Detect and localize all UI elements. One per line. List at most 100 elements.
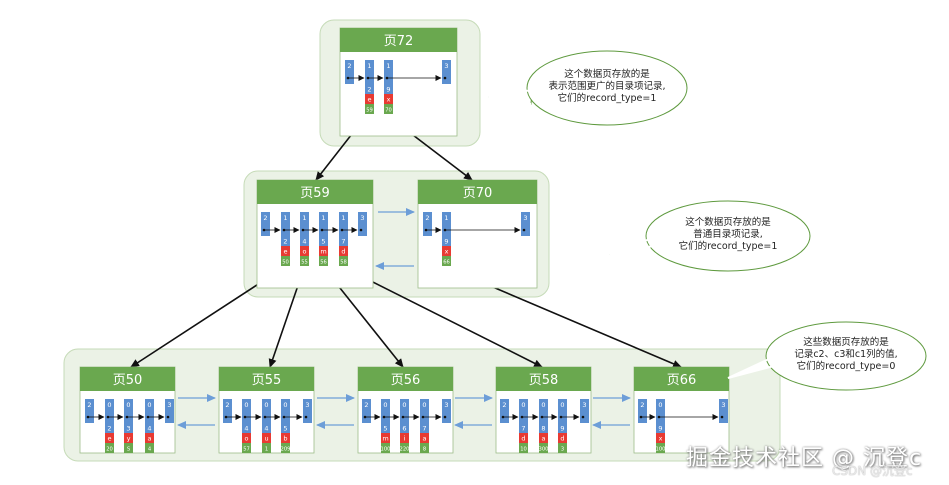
record-c2-cell: [281, 236, 290, 246]
record-type-label: 2: [347, 62, 351, 70]
record-c3-cell: [242, 433, 251, 443]
record-header-cell: [638, 399, 647, 411]
record-header-cell: [339, 212, 348, 224]
record-c3-cell: [124, 433, 133, 443]
record-c3-value: u: [264, 435, 268, 443]
record-c1-value: 66: [443, 260, 450, 266]
page-title: 页58: [529, 373, 559, 388]
record-header-cell: [261, 212, 270, 224]
record-c2-cell: [281, 423, 290, 433]
record-c1-cell: [105, 443, 114, 453]
record-type-label: 1: [321, 214, 325, 222]
record-c1-value: 57: [243, 447, 250, 453]
record-c1-cell: [319, 256, 328, 266]
record-next-cell: [719, 411, 728, 423]
record-type-label: 1: [367, 62, 371, 70]
record-c2-cell: [400, 423, 409, 433]
record-header-cell: [423, 212, 432, 224]
record-c3-cell: [365, 94, 374, 104]
record-c1-cell: [656, 443, 665, 453]
page-header: [80, 367, 175, 391]
record-c3-value: d: [341, 248, 345, 256]
record-c1-value: 70: [385, 108, 392, 114]
record-next-cell: [165, 411, 174, 423]
next-record-dot: [522, 228, 526, 232]
record-type-label: 3: [167, 401, 171, 409]
record-c3-cell: [519, 433, 528, 443]
record-type-label: 0: [560, 401, 564, 409]
record-c3-cell: [384, 94, 393, 104]
callout-text-line: 记录c2、c3和c1列的值,: [794, 348, 897, 360]
callout-ellipse: [765, 321, 927, 391]
record-c1-cell: [381, 443, 390, 453]
record-type-label: 2: [87, 401, 91, 409]
record-c3-value: e: [368, 96, 372, 104]
record-c1-cell: [281, 443, 290, 453]
callout-text-line: 这个数据页存放的是: [564, 68, 650, 80]
record-c2-value: 2: [283, 238, 287, 246]
record-c2-value: 5: [383, 425, 387, 433]
callout-text-line: 它们的record_type=1: [679, 240, 778, 252]
record-c3-cell: [420, 433, 429, 443]
record-c2-value: 6: [402, 425, 406, 433]
record-c2-value: 9: [560, 425, 564, 433]
record-header-cell: [420, 399, 429, 411]
record-c2-value: 7: [422, 425, 426, 433]
record-header-cell: [539, 399, 548, 411]
record-header-cell: [580, 399, 589, 411]
record-type-label: 0: [107, 401, 111, 409]
record-c2-value: 4: [244, 425, 248, 433]
record-type-label: 1: [341, 214, 345, 222]
record-c2-value: 9: [444, 238, 448, 246]
page-header: [340, 28, 457, 52]
record-c1-value: 50: [282, 260, 289, 266]
record-c1-cell: [400, 443, 409, 453]
callout-ellipse: [526, 50, 688, 126]
record-type-label: 2: [225, 401, 229, 409]
record-header-cell: [223, 399, 232, 411]
record-header-cell: [362, 399, 371, 411]
record-c3-cell: [339, 246, 348, 256]
record-next-cell: [442, 411, 451, 423]
record-header-cell: [500, 399, 509, 411]
page-header: [634, 367, 729, 391]
record-c2-cell: [384, 84, 393, 94]
record-c3-value: i: [404, 435, 406, 443]
record-c2-value: 4: [264, 425, 268, 433]
record-c3-value: e: [108, 435, 112, 443]
record-c1-cell: [519, 443, 528, 453]
record-c3-value: b: [283, 435, 287, 443]
page-header: [219, 367, 314, 391]
record-type-label: 2: [263, 214, 267, 222]
record-header-cell: [442, 60, 451, 72]
record-header-cell: [262, 399, 271, 411]
record-c2-value: 3: [126, 425, 130, 433]
record-c1-value: 100: [381, 447, 391, 453]
record-header-cell: [165, 399, 174, 411]
record-c3-cell: [281, 433, 290, 443]
record-c3-cell: [105, 433, 114, 443]
record-type-label: 1: [386, 62, 390, 70]
watermark-text: 掘金技术社区 @ 沉登c: [686, 446, 923, 471]
record-c3-value: a: [148, 435, 152, 443]
record-type-label: 3: [444, 401, 448, 409]
record-c3-cell: [281, 246, 290, 256]
callout-tail-mask: [727, 357, 775, 379]
record-c2-cell: [420, 423, 429, 433]
record-c1-cell: [365, 104, 374, 114]
record-c3-cell: [319, 246, 328, 256]
record-c2-value: 9: [386, 86, 390, 94]
record-c1-cell: [384, 104, 393, 114]
record-next-cell: [521, 224, 530, 236]
next-record-dot: [304, 415, 308, 419]
next-record-dot: [443, 76, 447, 80]
record-header-cell: [521, 212, 530, 224]
